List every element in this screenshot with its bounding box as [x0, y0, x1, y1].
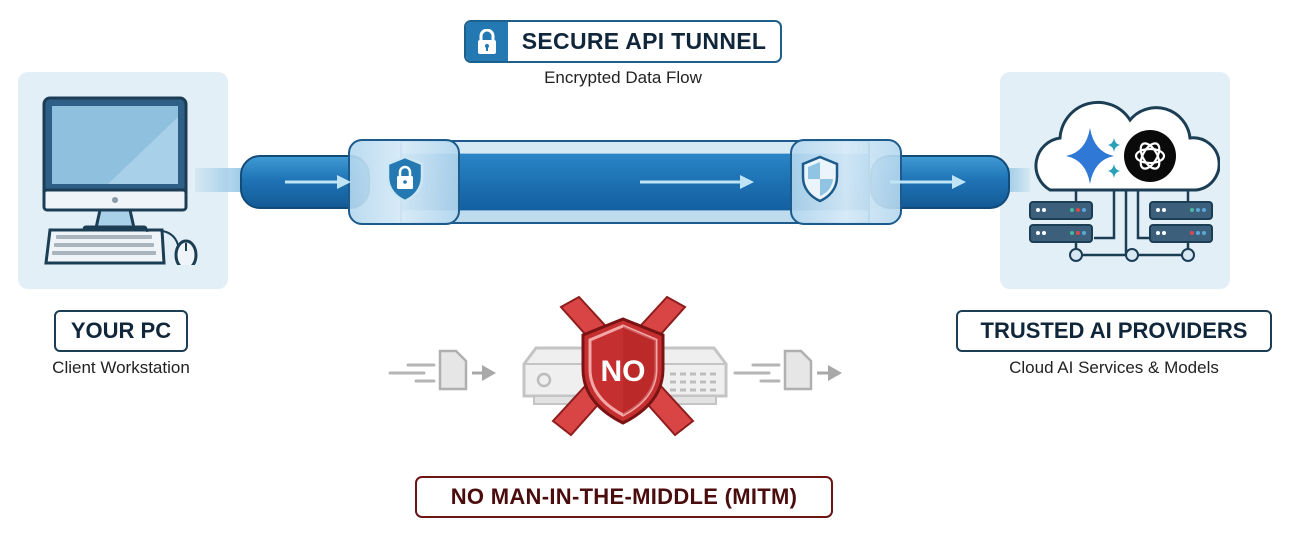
lock-icon	[466, 22, 508, 61]
client-subtitle: Client Workstation	[52, 358, 190, 377]
gemini-sparkle-icon	[1066, 128, 1120, 184]
document-icon	[388, 349, 484, 391]
flow-arrow-icon	[890, 175, 966, 189]
outlet-collar	[790, 139, 902, 225]
mitm-label: NO MAN-IN-THE-MIDDLE (MITM)	[415, 476, 833, 518]
cloud-icon	[1029, 100, 1220, 262]
desktop-computer-icon	[42, 96, 198, 265]
page-title: SECURE API TUNNEL	[521, 28, 767, 54]
shield-lock-icon	[386, 155, 424, 203]
flow-arrow-icon	[640, 175, 754, 189]
openai-logo-icon	[1124, 130, 1176, 182]
tunnel-title-badge: SECURE API TUNNEL	[464, 20, 782, 63]
provider-title: TRUSTED AI PROVIDERS	[956, 310, 1272, 352]
shield-x-icon: NO	[551, 295, 695, 437]
page-subtitle: Encrypted Data Flow	[544, 68, 702, 87]
arrow-right-icon	[482, 365, 496, 381]
flow-arrow-icon	[285, 175, 351, 189]
server-rack-icon	[1029, 201, 1213, 243]
client-title: YOUR PC	[54, 310, 188, 352]
no-badge-text: NO	[601, 355, 646, 388]
arrow-right-icon	[828, 365, 842, 381]
shield-check-icon	[801, 155, 839, 203]
document-icon	[733, 349, 829, 391]
provider-subtitle: Cloud AI Services & Models	[1009, 358, 1219, 377]
